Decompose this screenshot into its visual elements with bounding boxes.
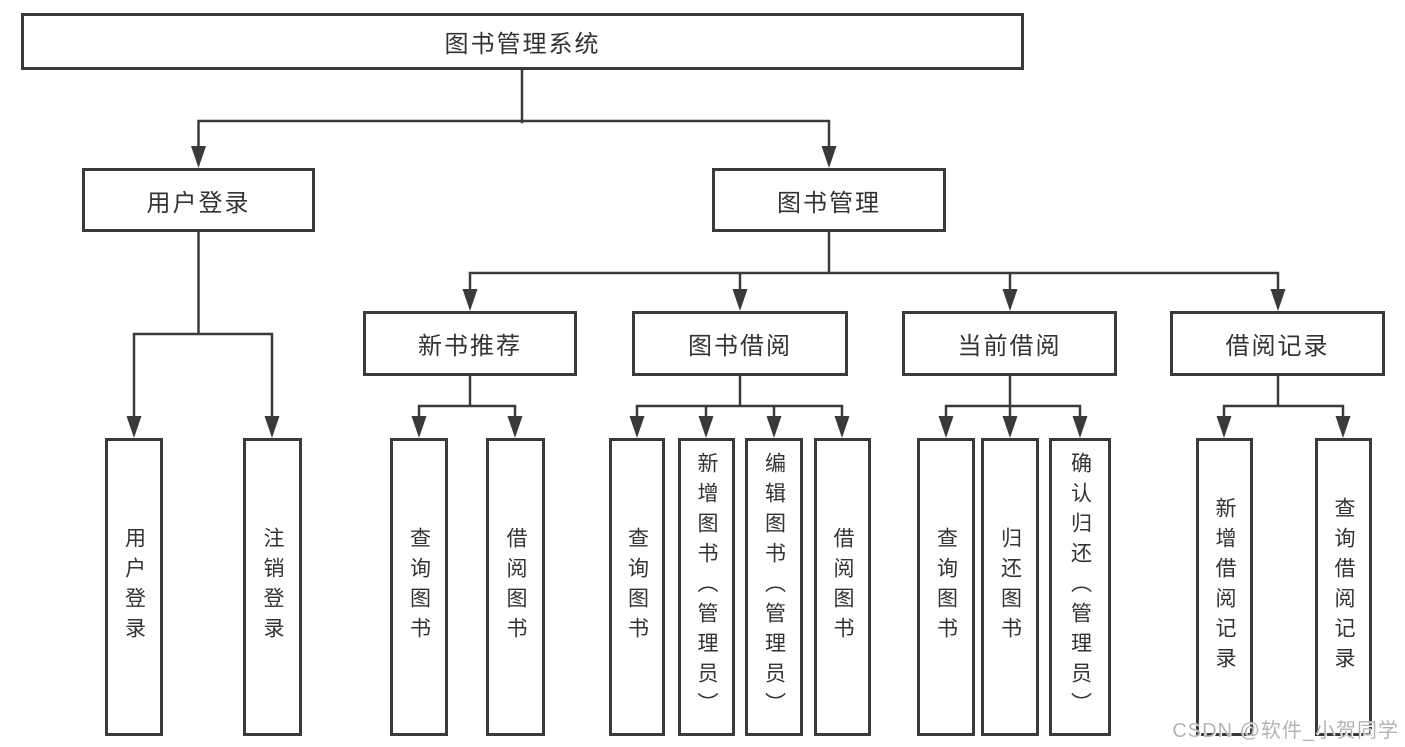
leaf-logout-label: 注销登录 [261,527,284,647]
leaf-query-borrow-record: 查询借阅记录 [1315,438,1372,736]
node-book-management-label: 图书管理 [777,189,881,217]
leaf-query-books-current: 查询图书 [917,438,975,736]
leaf-edit-book-admin: 编辑图书（管理员） [745,438,803,736]
node-user-login: 用户登录 [82,168,315,232]
leaf-add-borrow-record: 新增借阅记录 [1196,438,1253,736]
leaf-add-borrow-record-label: 新增借阅记录 [1213,497,1236,677]
leaf-borrow-books-borrowing: 借阅图书 [814,438,871,736]
leaf-logout: 注销登录 [243,438,302,736]
leaf-borrow-books-recommend-label: 借阅图书 [504,527,527,647]
node-current-borrowing-label: 当前借阅 [957,333,1062,360]
node-library-system-label: 图书管理系统 [444,31,601,58]
leaf-borrow-books-recommend: 借阅图书 [486,438,545,736]
node-library-system: 图书管理系统 [21,13,1024,70]
leaf-borrow-books-borrowing-label: 借阅图书 [831,527,854,647]
node-borrow-records: 借阅记录 [1170,311,1385,376]
leaf-add-book-admin: 新增图书（管理员） [678,438,735,736]
leaf-query-books-borrowing-label: 查询图书 [625,527,649,647]
leaf-return-books-label: 归还图书 [998,527,1022,647]
node-book-borrowing-label: 图书借阅 [688,333,792,360]
leaf-query-books-borrowing: 查询图书 [609,438,665,736]
node-current-borrowing: 当前借阅 [902,311,1117,376]
node-book-management: 图书管理 [712,168,946,232]
leaf-query-books-recommend-label: 查询图书 [407,527,431,647]
watermark: CSDN @软件_小贺同学 [1172,720,1399,742]
leaf-add-book-admin-label: 新增图书（管理员） [695,452,718,722]
leaf-confirm-return-admin-label: 确认归还（管理员） [1068,452,1092,722]
leaf-return-books: 归还图书 [981,438,1039,736]
leaf-user-login: 用户登录 [105,438,163,736]
leaf-user-login-label: 用户登录 [122,527,146,647]
node-borrow-records-label: 借阅记录 [1225,333,1330,360]
node-book-borrowing: 图书借阅 [632,311,848,376]
node-new-book-recommend: 新书推荐 [363,311,577,376]
leaf-query-books-recommend: 查询图书 [390,438,448,736]
leaf-confirm-return-admin: 确认归还（管理员） [1049,438,1111,736]
leaf-edit-book-admin-label: 编辑图书（管理员） [762,452,786,722]
node-user-login-label: 用户登录 [146,189,251,217]
leaf-query-books-current-label: 查询图书 [934,527,958,647]
node-new-book-recommend-label: 新书推荐 [418,333,522,360]
leaf-query-borrow-record-label: 查询借阅记录 [1332,497,1355,677]
